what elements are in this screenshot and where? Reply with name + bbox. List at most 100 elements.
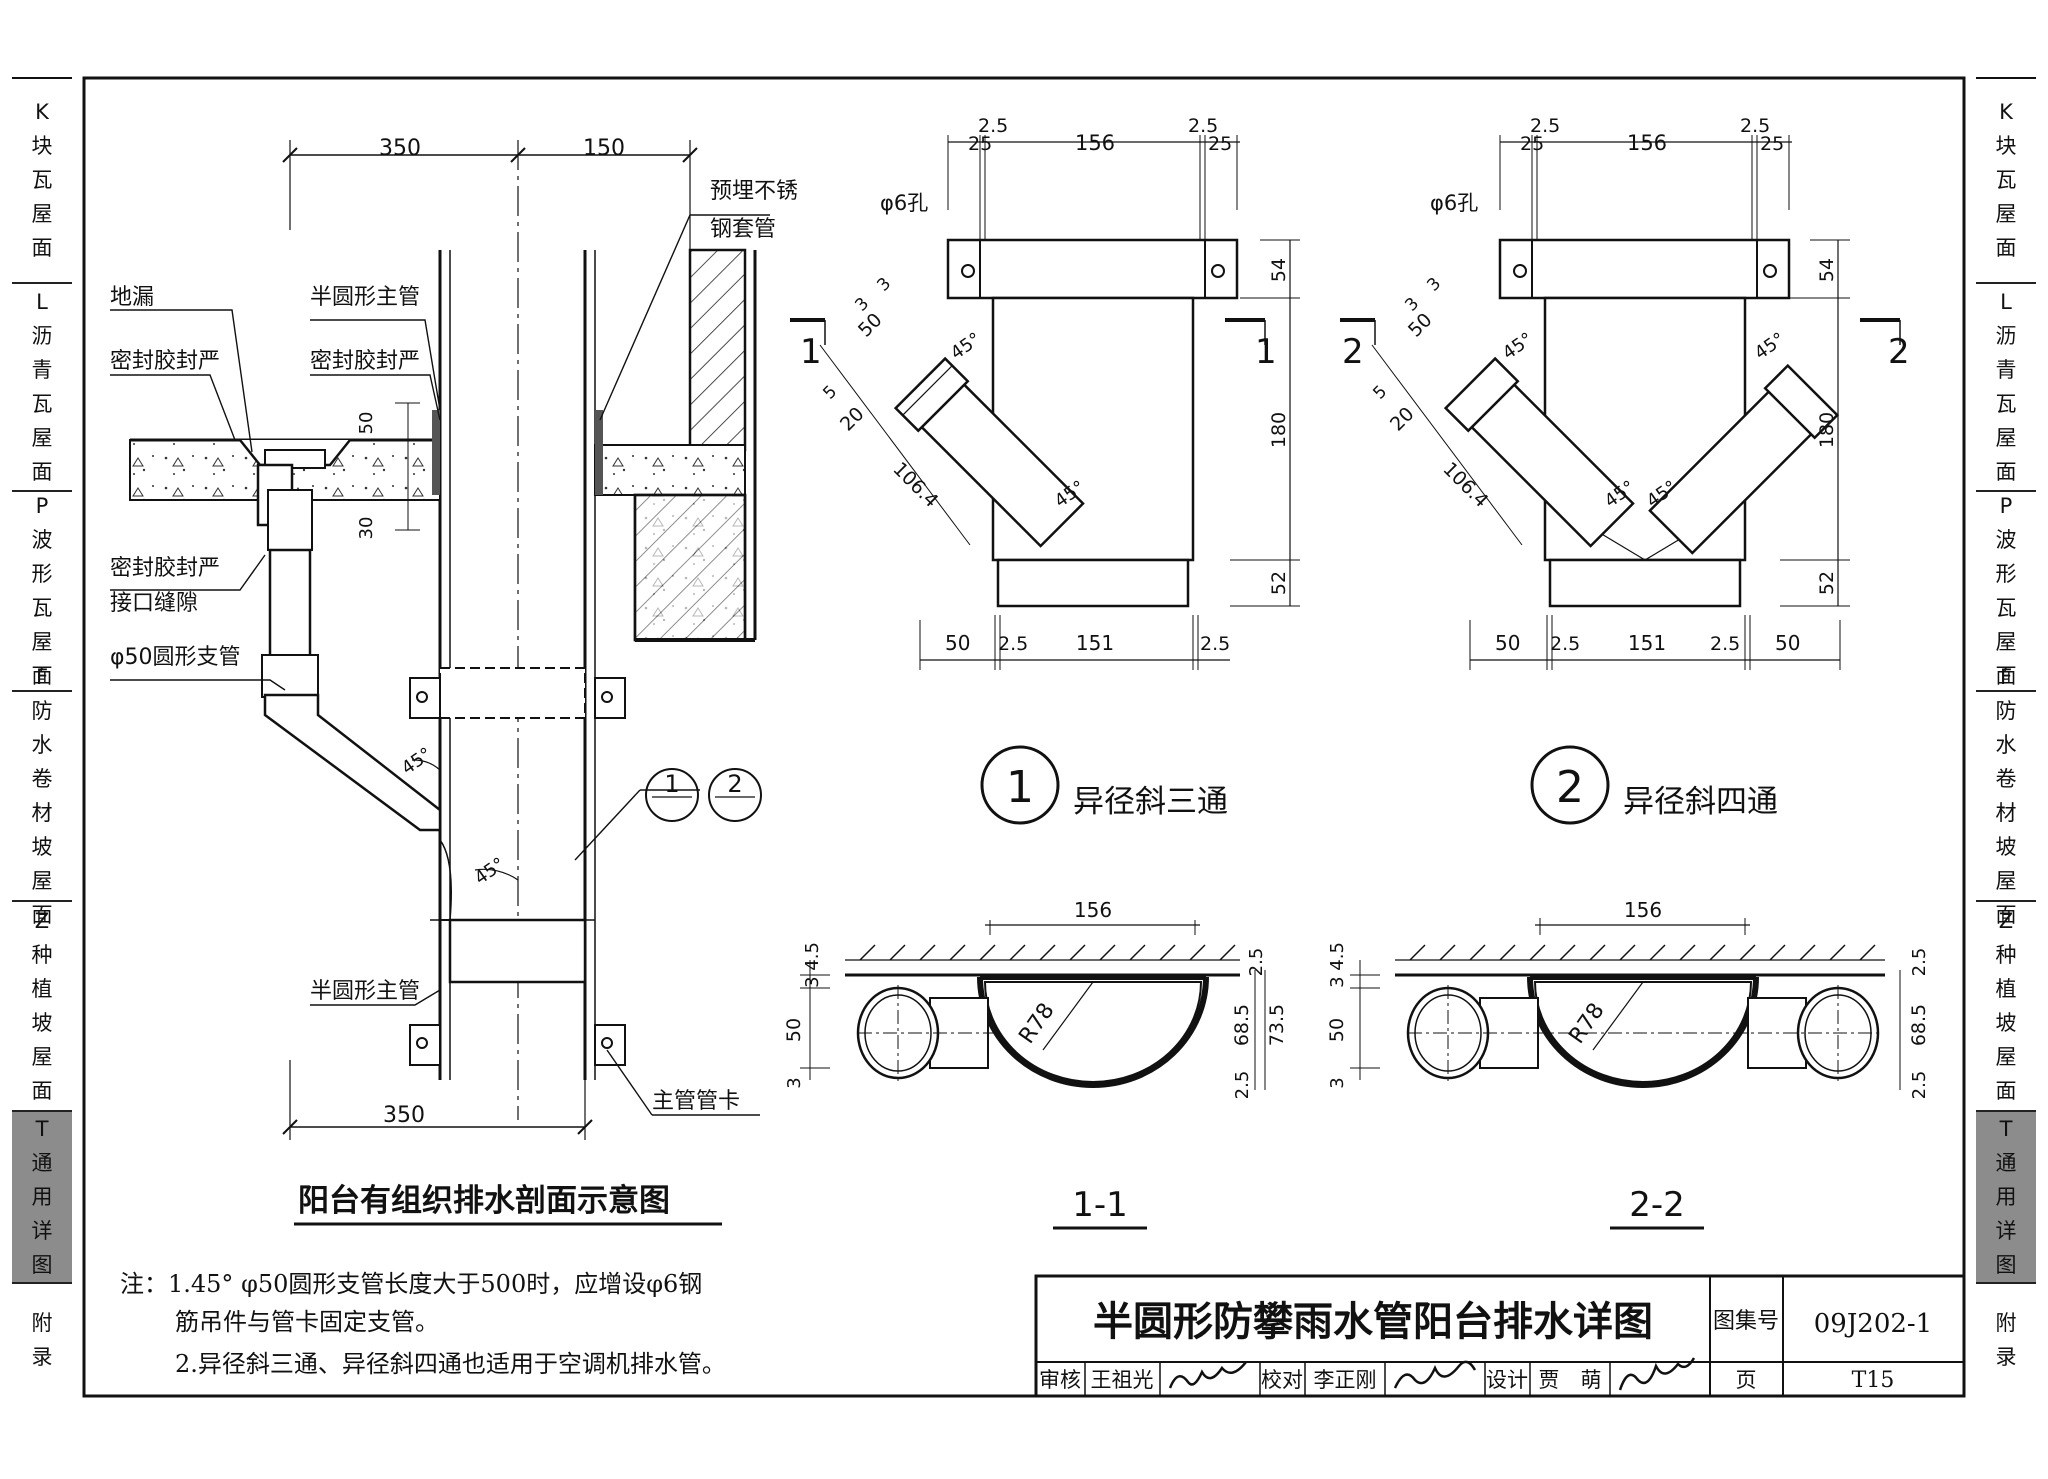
dim-30: 30 — [356, 517, 377, 540]
tab-char: 图 — [1995, 1253, 2017, 1277]
f1-dim-156: 156 — [1075, 131, 1115, 155]
tab-char: 屋 — [31, 869, 53, 893]
tab-char: 坡 — [31, 1011, 53, 1035]
f1-dim-50: 50 — [854, 309, 887, 342]
f1-dim-52: 52 — [1268, 571, 1290, 595]
f2-dim-54: 54 — [1816, 258, 1838, 282]
f2-bottom-25: 2.5 — [1550, 633, 1580, 655]
s11-dim-25a: 2.5 — [1246, 948, 1267, 977]
page-label: 页 — [1736, 1368, 1757, 1392]
tab-char: 面 — [31, 903, 53, 927]
tab-char: 防 — [31, 699, 53, 723]
f2-dim-156: 156 — [1627, 131, 1667, 155]
tab-char: 面 — [1995, 236, 2017, 260]
ref-detail-2: 2 — [727, 770, 742, 798]
f2-bottom-151: 151 — [1628, 631, 1666, 655]
tab-char: 卷 — [31, 767, 53, 791]
tab-char: 屋 — [1995, 202, 2017, 226]
tab-char: 详 — [31, 1219, 53, 1243]
tab-char: 用 — [31, 1185, 53, 1209]
tab-char: 瓦 — [31, 392, 53, 416]
tab-char: 瓦 — [1995, 392, 2017, 416]
f1-bottom-50: 50 — [945, 631, 970, 655]
f1-dim-3b: 3 — [873, 274, 895, 296]
note-line-2: 筋吊件与管卡固定支管。 — [175, 1308, 439, 1336]
f2-section-mark-right: 2 — [1888, 332, 1910, 372]
tab-char: 坡 — [1995, 835, 2017, 859]
section-1-1-texts: 156 3 4.5 50 3 R78 2.5 68.5 73.5 2.5 1-1 — [783, 898, 1288, 1225]
tab-char: 屋 — [31, 630, 53, 654]
f1-dim-25c: 2.5 — [1188, 115, 1218, 137]
right-tab-appendix: 附录 — [1976, 1284, 2036, 1396]
section-2-2-label: 2-2 — [1629, 1185, 1685, 1225]
f2-dim-52: 52 — [1816, 571, 1838, 595]
s11-dim-3: 3 — [784, 1077, 805, 1088]
f1-dim-25b: 2.5 — [978, 115, 1008, 137]
f2-dim-3b: 3 — [1423, 274, 1445, 296]
tab-code: K — [35, 100, 49, 124]
f1-section-mark-right: 1 — [1255, 332, 1277, 372]
f2-bottom-50: 50 — [1495, 631, 1520, 655]
tab-code: P — [35, 494, 49, 518]
f2-dim-180: 180 — [1816, 412, 1838, 448]
tab-char: 面 — [31, 460, 53, 484]
s22-width-156: 156 — [1624, 898, 1662, 922]
atlas-number-label: 图集号 — [1713, 1309, 1779, 1334]
f2-hole-label: φ6孔 — [1430, 191, 1478, 215]
tab-code: L — [36, 290, 48, 314]
tab-code: P — [1999, 494, 2013, 518]
tab-char: 种 — [31, 943, 53, 967]
f2-section-mark-left: 2 — [1342, 332, 1364, 372]
tab-char: 屋 — [1995, 869, 2017, 893]
reviewer-name: 王祖光 — [1091, 1368, 1154, 1392]
tab-char: 瓦 — [31, 168, 53, 192]
steel-sleeve-label-2: 钢套管 — [710, 217, 776, 242]
tab-char: 种 — [1995, 943, 2017, 967]
s11-radius-78: R78 — [1014, 999, 1059, 1049]
f2-dim-25d: 25 — [1760, 133, 1784, 155]
f1-dim-54: 54 — [1268, 258, 1290, 282]
tab-char: 防 — [1995, 699, 2017, 723]
tab-char: 青 — [1995, 358, 2017, 382]
fitting-1-texts: 25 2.5 156 2.5 25 φ6孔 54 180 52 1 1 3 50… — [800, 115, 1290, 820]
tab-code: Z — [1998, 909, 2014, 933]
atlas-number: 09J202-1 — [1814, 1309, 1932, 1339]
tab-char: 植 — [31, 977, 53, 1001]
f1-hole-label: φ6孔 — [880, 191, 928, 215]
f2-angle-45d: 45° — [1751, 329, 1789, 365]
section-view-title: 阳台有组织排水剖面示意图 — [298, 1183, 670, 1219]
f2-bottom-25b: 2.5 — [1710, 633, 1740, 655]
angle-45-branch: 45° — [398, 744, 436, 780]
main-pipe-label-bottom: 半圆形主管 — [310, 979, 420, 1004]
tab-code: T — [35, 1117, 49, 1141]
tab-char: 材 — [1995, 801, 2017, 825]
tab-char: 瓦 — [31, 596, 53, 620]
fitting-1-drawing — [790, 135, 1300, 825]
s11-width-156: 156 — [1074, 898, 1112, 922]
section-2-2-drawing — [1350, 918, 1901, 1090]
section-1-1-drawing — [800, 920, 1266, 1090]
tab-char: 附 — [1995, 1311, 2017, 1335]
tab-code: Z — [34, 909, 50, 933]
joint-gap-label: 接口缝隙 — [110, 591, 198, 616]
tab-code: L — [2000, 290, 2012, 314]
tab-char: 沥 — [1995, 324, 2017, 348]
sealant-label-1: 密封胶封严 — [110, 349, 220, 374]
f2-bottom-50b: 50 — [1775, 631, 1800, 655]
tab-char: 屋 — [1995, 426, 2017, 450]
f1-dim-25a: 25 — [968, 133, 992, 155]
tab-char: 形 — [31, 562, 53, 586]
note-line-3: 2.异径斜三通、异径斜四通也适用于空调机排水管。 — [175, 1350, 726, 1378]
tab-char: 卷 — [1995, 767, 2017, 791]
checker-name: 李正刚 — [1314, 1368, 1377, 1392]
left-tab-appendix: 附录 — [12, 1284, 72, 1396]
